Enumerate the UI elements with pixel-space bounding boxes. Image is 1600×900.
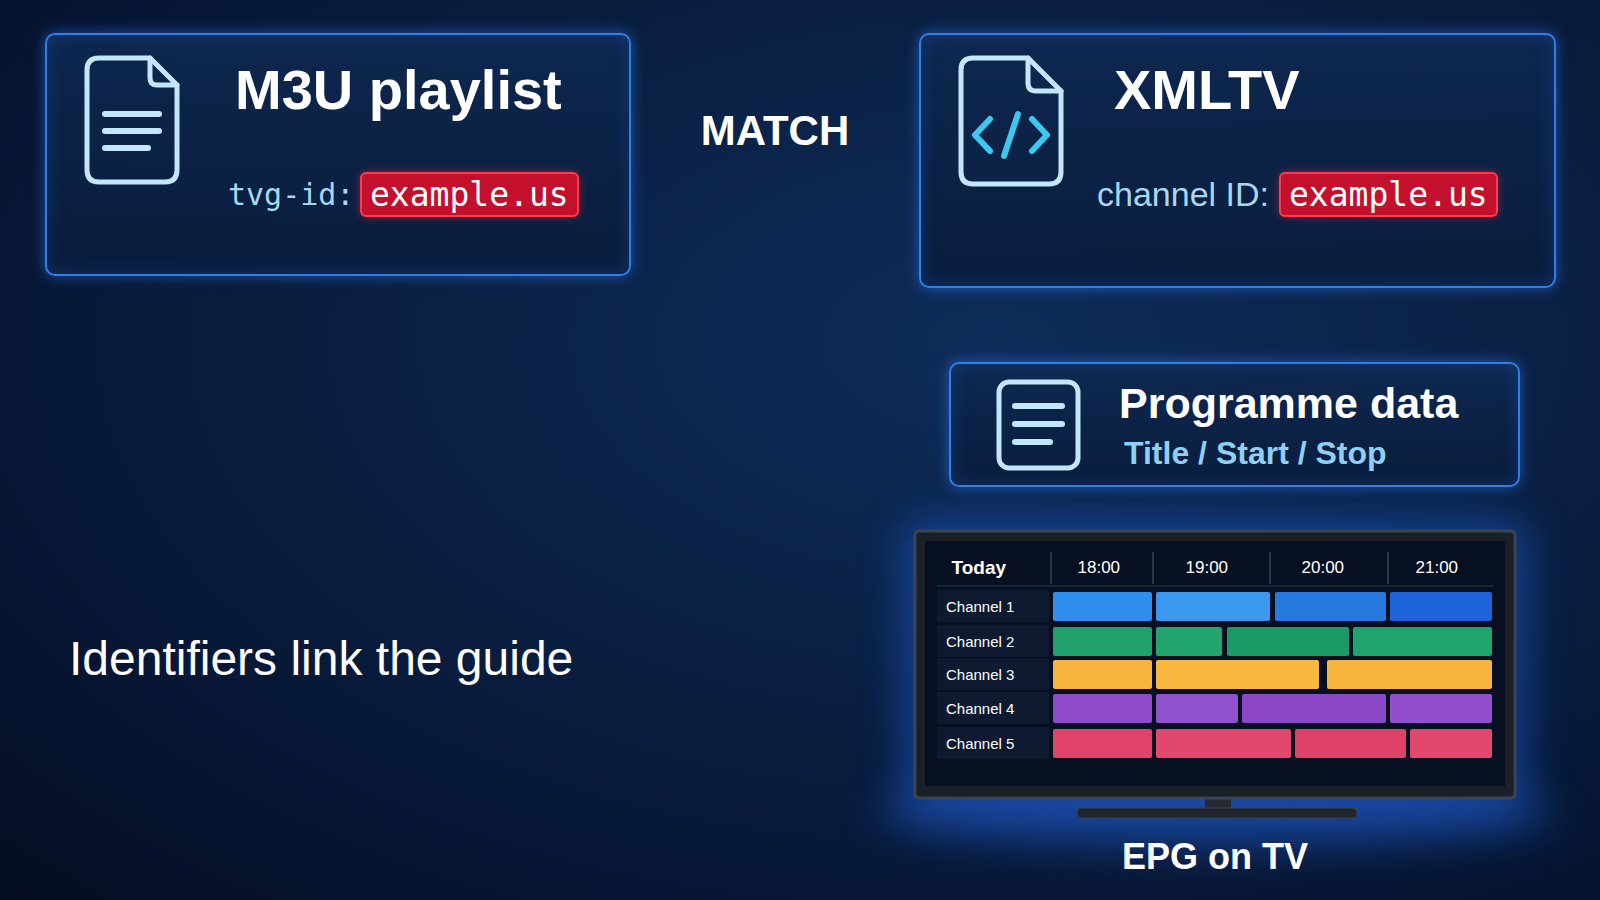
time-label: 21:00 <box>1416 558 1459 578</box>
connector-arrow <box>643 172 907 178</box>
epg-bar <box>1390 592 1492 621</box>
document-line <box>105 111 159 117</box>
tv-base <box>1077 808 1357 818</box>
epg-bar <box>1275 592 1386 621</box>
epg-bars <box>1053 592 1492 758</box>
epg-bar <box>1410 729 1492 758</box>
document-outline <box>961 58 1061 184</box>
epg-bar <box>1053 660 1152 689</box>
epg-bar <box>1156 694 1238 723</box>
grid-line <box>1152 552 1154 584</box>
time-label: 18:00 <box>1078 558 1121 578</box>
box-title: Programme data <box>1119 379 1458 428</box>
epg-header: Today <box>952 557 1007 579</box>
list-line <box>1015 439 1050 445</box>
epg-bar <box>1053 627 1152 656</box>
epg-bar <box>1156 627 1222 656</box>
document-line <box>105 128 159 134</box>
list-line <box>1015 421 1062 427</box>
code-bracket <box>1032 119 1047 151</box>
edge-label: MATCH <box>701 107 850 155</box>
epg-bar <box>1053 592 1152 621</box>
document-fold <box>1028 58 1061 91</box>
row-cell <box>937 625 1049 657</box>
epg-bar <box>1227 627 1349 656</box>
tagline: Identifiers link the guide <box>69 631 573 686</box>
box-title: M3U playlist <box>235 57 562 122</box>
code-bracket <box>975 119 990 151</box>
epg-bar <box>1053 729 1152 758</box>
field-list: Title / Start / Stop <box>1124 435 1387 472</box>
grid-line <box>937 585 1494 587</box>
channel-label: Channel 4 <box>946 700 1014 717</box>
list-outline <box>999 382 1078 468</box>
connector-arrow <box>1208 288 1214 350</box>
row-cell <box>937 590 1049 622</box>
channel-label: Channel 2 <box>946 633 1014 650</box>
channel-label: Channel 5 <box>946 735 1014 752</box>
list-line <box>1015 403 1062 409</box>
field-name: channel ID: <box>1097 175 1269 214</box>
grid-line <box>1050 552 1052 584</box>
epg-bar <box>1327 660 1492 689</box>
playlist-box: M3U playlist tvg-id:example.us <box>45 33 631 276</box>
grid-line <box>1387 552 1389 584</box>
field-name: tvg-id: <box>228 177 354 212</box>
xml-icon <box>961 58 1061 184</box>
code-slash <box>1004 114 1018 156</box>
box-title: XMLTV <box>1114 57 1300 122</box>
floor-glow <box>875 778 1555 846</box>
epg-bar <box>1242 694 1386 723</box>
connector-arrow <box>1208 487 1214 519</box>
row-cell <box>937 692 1049 724</box>
epg-bar <box>1053 694 1152 723</box>
epg-bar <box>1353 627 1492 656</box>
epg-bar <box>1295 729 1406 758</box>
epg-grid <box>937 552 1494 759</box>
tv-screen <box>925 541 1505 786</box>
xmltv-box: XMLTV channel ID: example.us <box>919 33 1556 288</box>
channel-label: Channel 3 <box>946 666 1014 683</box>
epg-bar <box>1156 592 1270 621</box>
time-label: 20:00 <box>1302 558 1345 578</box>
time-label: 19:00 <box>1186 558 1229 578</box>
playlist-icon <box>87 58 177 182</box>
tv-frame <box>915 531 1515 798</box>
data-icon <box>999 382 1078 468</box>
epg-bar <box>1156 660 1319 689</box>
row-cell <box>937 658 1049 690</box>
id-value: example.us <box>360 172 579 217</box>
channel-label: Channel 1 <box>946 598 1014 615</box>
id-value: example.us <box>1279 172 1498 217</box>
epg-bar <box>1390 694 1492 723</box>
tv-caption: EPG on TV <box>915 836 1515 878</box>
document-outline <box>87 58 177 182</box>
document-fold <box>150 58 177 85</box>
epg-bar <box>1156 729 1291 758</box>
row-cell <box>937 727 1049 759</box>
document-line <box>105 145 148 151</box>
programme-box: Programme dataTitle / Start / Stop <box>949 362 1520 487</box>
tv-neck <box>1205 796 1231 812</box>
grid-line <box>1269 552 1271 584</box>
tv-glow <box>905 523 1525 808</box>
